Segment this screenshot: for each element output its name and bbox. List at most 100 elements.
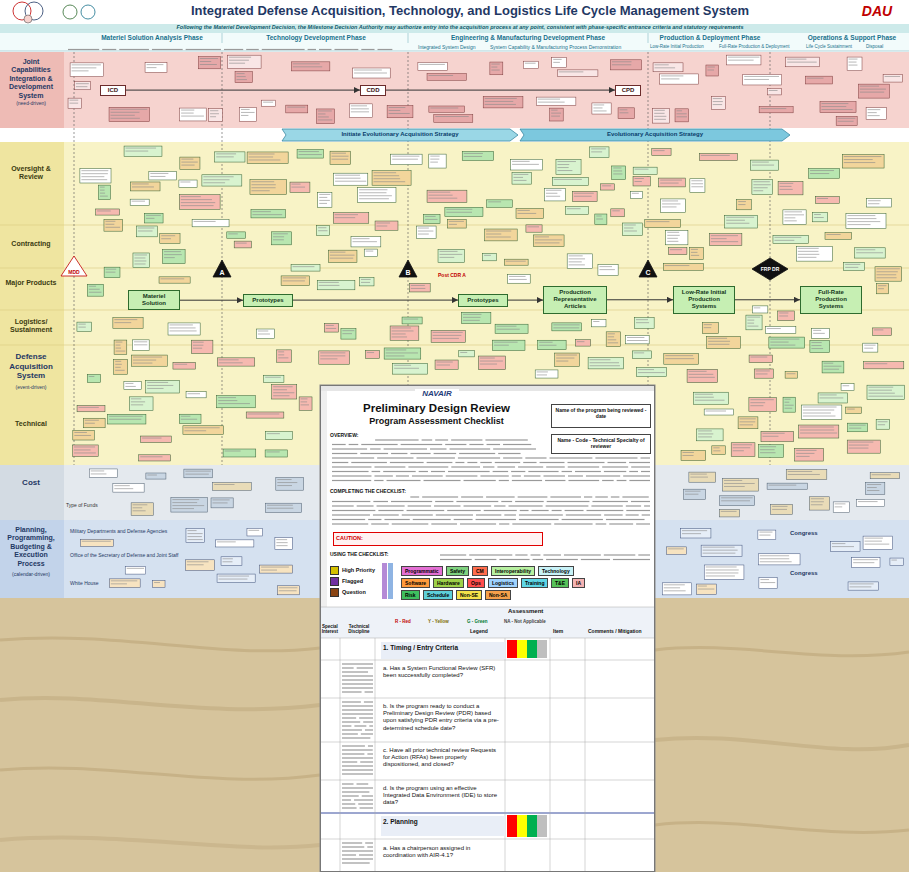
illegible-text	[172, 508, 194, 509]
illegible-text	[824, 369, 839, 370]
illegible-text	[721, 500, 750, 501]
illegible-text	[556, 361, 568, 362]
illegible-text	[360, 807, 373, 808]
illegible-text	[342, 753, 364, 754]
illegible-text	[762, 436, 778, 437]
illegible-text	[133, 507, 143, 508]
table-rule	[550, 638, 551, 872]
detail-box	[179, 195, 220, 210]
illegible-text	[557, 167, 568, 168]
detail-box	[535, 370, 558, 378]
illegible-text	[726, 223, 749, 224]
illegible-text	[116, 342, 123, 343]
detail-box	[185, 560, 214, 571]
illegible-text	[390, 462, 424, 463]
detail-box	[77, 405, 105, 411]
illegible-text	[446, 212, 472, 213]
illegible-text	[546, 466, 565, 467]
illegible-text	[392, 330, 414, 331]
illegible-text	[430, 156, 439, 157]
illegible-text	[713, 450, 720, 451]
illegible-text	[527, 226, 539, 227]
legend-text: Flagged	[342, 578, 363, 585]
illegible-text	[330, 258, 353, 259]
illegible-text	[796, 450, 816, 451]
illegible-text	[551, 116, 560, 117]
illegible-text	[557, 161, 576, 162]
illegible-text	[512, 164, 539, 165]
chart-label: Comments / Mitigation	[588, 628, 642, 634]
detail-box	[663, 264, 703, 271]
illegible-text	[747, 326, 758, 327]
detail-box	[612, 166, 626, 180]
illegible-text	[450, 448, 491, 449]
illegible-text	[279, 590, 297, 591]
illegible-text	[665, 358, 694, 359]
category-chip: Technology	[538, 566, 574, 576]
illegible-text	[375, 439, 419, 440]
illegible-text	[613, 173, 622, 174]
caution-box: CAUTION:	[333, 532, 543, 546]
illegible-text	[277, 479, 291, 480]
detail-box	[767, 483, 807, 489]
illegible-text	[662, 206, 676, 207]
illegible-text	[365, 729, 373, 730]
detail-box	[141, 436, 172, 443]
illegible-text	[164, 257, 175, 258]
illegible-text	[685, 494, 698, 495]
detail-box	[557, 70, 598, 77]
illegible-text	[237, 73, 245, 74]
node-text: Materiel Solution	[131, 293, 177, 307]
detail-box	[351, 237, 381, 247]
detail-box	[213, 483, 252, 491]
illegible-text	[683, 452, 694, 453]
illegible-text	[463, 320, 480, 321]
illegible-text	[283, 277, 306, 278]
detail-box	[523, 61, 538, 68]
illegible-text	[577, 341, 584, 342]
illegible-text	[187, 536, 201, 537]
node-text: Ops	[471, 580, 481, 586]
detail-box	[866, 483, 885, 495]
illegible-text	[785, 402, 790, 403]
illegible-text	[217, 541, 236, 542]
illegible-text	[483, 466, 494, 467]
illegible-text	[774, 240, 794, 241]
illegible-text	[412, 475, 443, 476]
node-text: MDD	[68, 269, 79, 276]
illegible-text	[626, 505, 641, 506]
illegible-text	[193, 342, 204, 343]
illegible-text	[591, 148, 606, 149]
illegible-text	[602, 466, 628, 467]
illegible-text	[644, 505, 650, 506]
illegible-text	[750, 402, 765, 403]
illegible-text	[252, 214, 282, 215]
detail-box	[459, 350, 475, 356]
illegible-text	[667, 232, 679, 233]
detail-box	[666, 547, 686, 555]
illegible-text	[127, 568, 144, 569]
illegible-text	[891, 560, 896, 561]
illegible-text	[89, 289, 100, 290]
illegible-text	[469, 554, 512, 555]
illegible-text	[691, 252, 698, 253]
illegible-text	[642, 514, 650, 515]
illegible-text	[278, 351, 284, 352]
detail-box	[702, 323, 718, 334]
illegible-text	[817, 198, 828, 199]
illegible-text	[89, 292, 102, 293]
illegible-text	[485, 104, 516, 105]
illegible-text	[342, 725, 351, 726]
node-text: B	[405, 269, 410, 277]
illegible-text	[138, 230, 153, 231]
detail-box	[825, 232, 852, 239]
illegible-text	[392, 336, 407, 337]
illegible-text	[187, 533, 202, 534]
chart-label: Full-Rate Production & Deployment	[719, 44, 790, 49]
illegible-text	[279, 587, 298, 588]
illegible-text	[342, 749, 373, 750]
illegible-text	[753, 187, 767, 188]
illegible-text	[695, 400, 725, 401]
illegible-text	[181, 165, 194, 166]
chart-label: COMPLETING THE CHECKLIST:	[330, 488, 406, 494]
